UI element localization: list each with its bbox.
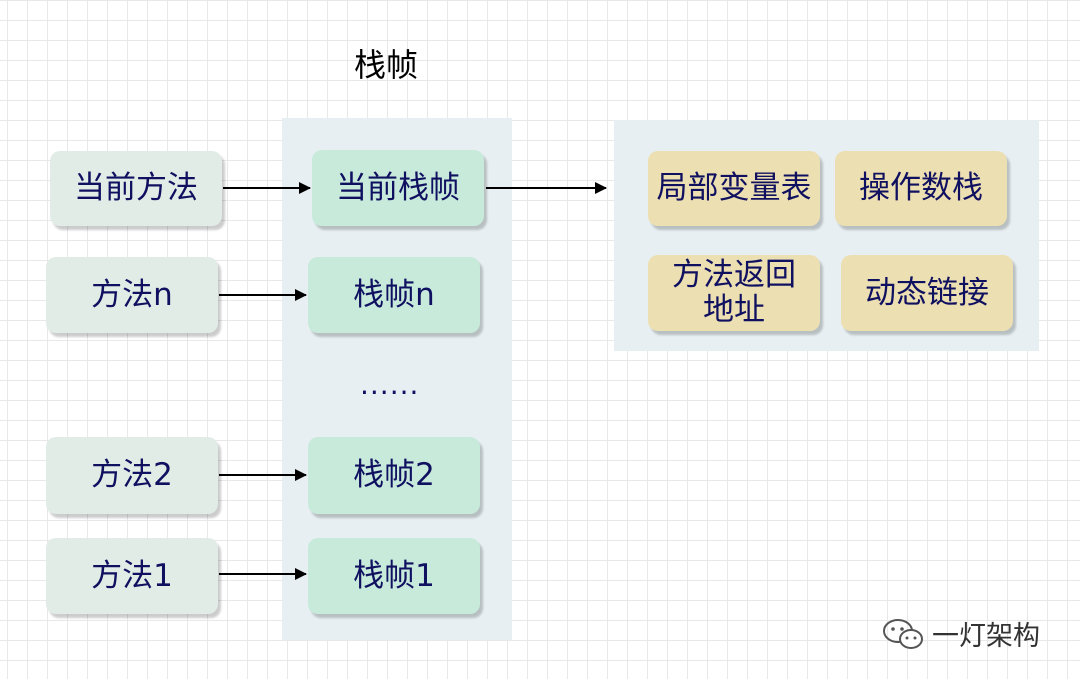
- local-variable-table: 局部变量表: [648, 151, 820, 226]
- method-1: 方法1: [46, 538, 218, 614]
- method-current: 当前方法: [50, 151, 222, 226]
- watermark: 一灯架构: [882, 614, 1040, 653]
- dynamic-linking: 动态链接: [841, 255, 1013, 331]
- frame-2: 栈帧2: [308, 437, 480, 514]
- stack-frame-title: 栈帧: [354, 46, 419, 84]
- frame-1: 栈帧1: [308, 538, 480, 614]
- method-n: 方法n: [46, 257, 218, 333]
- method-2: 方法2: [46, 437, 218, 514]
- method-return-address: 方法返回地址: [648, 255, 820, 331]
- ellipsis: ......: [360, 368, 420, 401]
- frame-n: 栈帧n: [308, 257, 480, 333]
- watermark-text: 一灯架构: [932, 621, 1040, 652]
- operand-stack: 操作数栈: [835, 151, 1007, 226]
- wechat-icon: [883, 618, 923, 649]
- frame-current: 当前栈帧: [312, 150, 484, 226]
